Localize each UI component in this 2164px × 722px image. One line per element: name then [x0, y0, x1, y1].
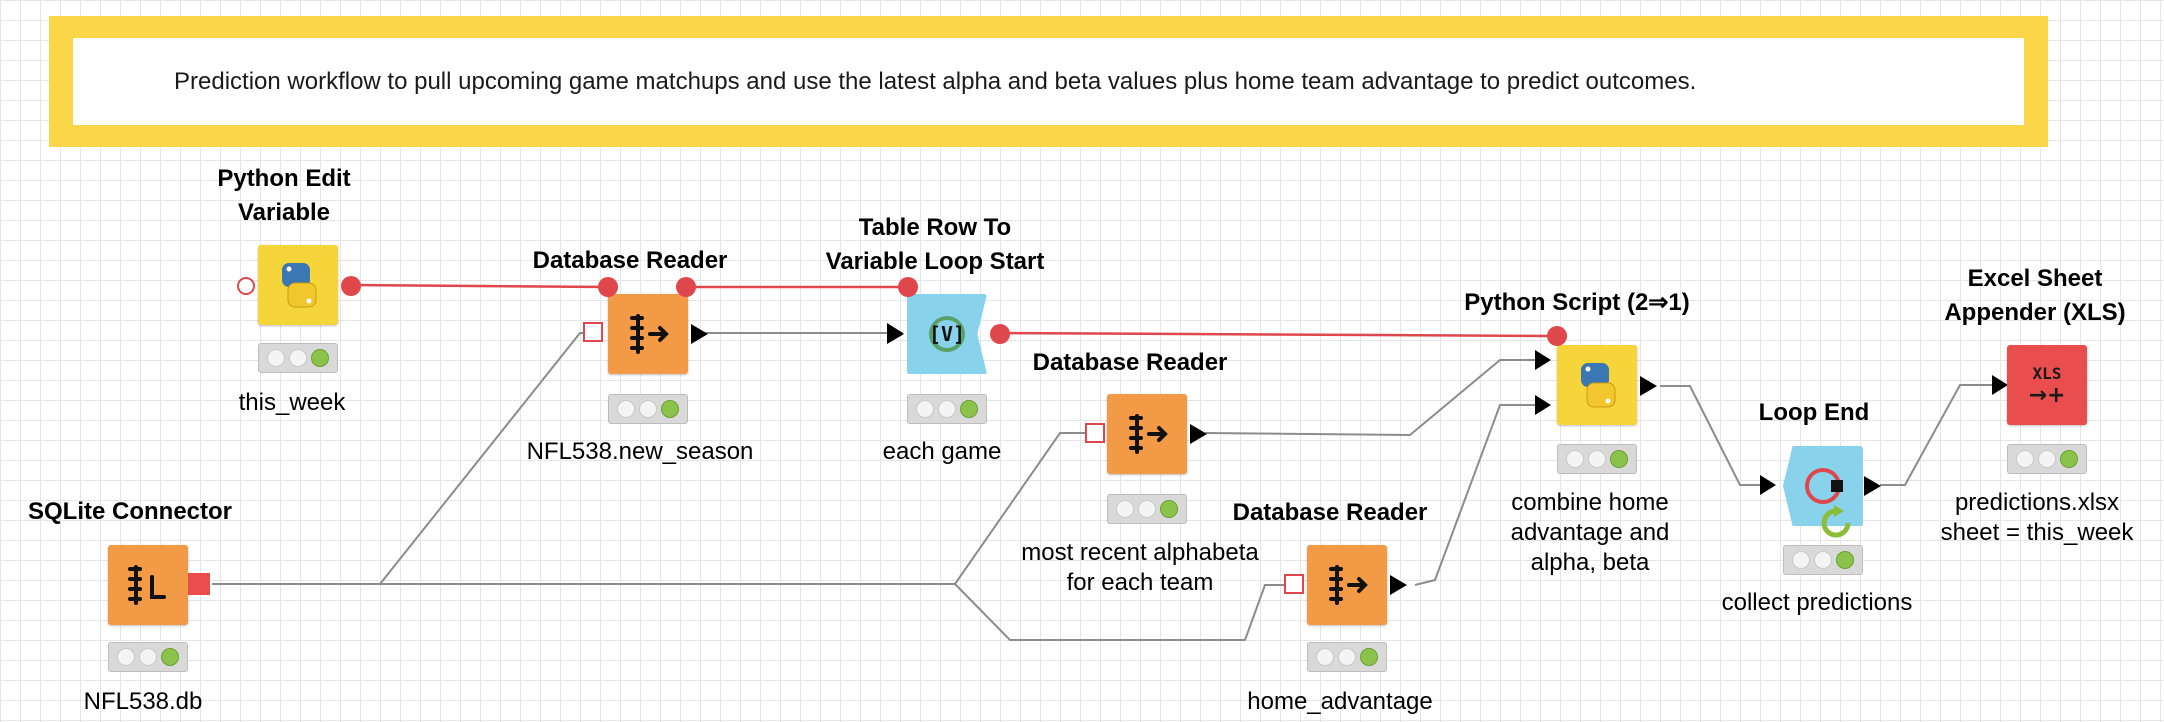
database-outport[interactable]: [188, 573, 212, 597]
database-inport[interactable]: [583, 322, 605, 344]
node-title-python-edit-variable: Python Edit Variable: [217, 162, 350, 230]
loop-start-icon: [V]: [929, 316, 965, 352]
label-line: combine home: [1511, 489, 1669, 516]
workflow-annotation[interactable]: Prediction workflow to pull upcoming gam…: [49, 16, 2048, 147]
loop-end-node[interactable]: [1783, 446, 1863, 526]
data-outport[interactable]: [690, 323, 710, 345]
database-connector-icon: [128, 565, 166, 605]
data-outport[interactable]: [1639, 375, 1659, 397]
database-inport[interactable]: [1284, 574, 1306, 596]
title-line: Variable: [237, 199, 331, 226]
data-connection: [1660, 385, 1760, 486]
data-connection: [1204, 359, 1535, 437]
node-status-indicator: [2007, 444, 2087, 474]
sqlite-connector-node[interactable]: [108, 545, 188, 625]
flow-variable-port[interactable]: [674, 275, 698, 299]
database-reader-node[interactable]: [608, 294, 688, 374]
append-arrow-icon: →+: [2028, 383, 2066, 408]
loop-refresh-icon: [1821, 505, 1851, 538]
node-title-database-reader: Database Reader: [1032, 349, 1228, 376]
node-status-indicator: [608, 394, 688, 424]
node-label[interactable]: predictions.xlsx sheet = this_week: [1941, 488, 2134, 548]
node-title-database-reader: Database Reader: [532, 247, 728, 274]
python-script-node[interactable]: [1557, 345, 1637, 425]
label-line: advantage and: [1510, 519, 1670, 546]
label-line: alpha, beta: [1530, 549, 1650, 576]
data-outport[interactable]: [1863, 475, 1883, 497]
database-reader-icon: [1129, 414, 1168, 454]
node-title-database-reader: Database Reader: [1232, 499, 1428, 526]
flow-variable-inport[interactable]: [1545, 324, 1569, 348]
node-label[interactable]: each game: [882, 438, 1002, 465]
flow-variable-outport[interactable]: [988, 322, 1012, 346]
flow-variable-connection: [999, 331, 1558, 338]
python-edit-variable-node[interactable]: [258, 245, 338, 325]
node-label[interactable]: NFL538.db: [83, 688, 203, 715]
table-row-loop-start-node[interactable]: [V]: [907, 294, 987, 374]
node-title-sqlite-connector: SQLite Connector: [27, 498, 233, 525]
data-outport[interactable]: [1389, 574, 1409, 596]
node-status-indicator: [1783, 545, 1863, 575]
database-reader-node[interactable]: [1107, 394, 1187, 474]
title-line: Variable Loop Start: [825, 248, 1045, 275]
data-connection: [954, 583, 1289, 641]
node-status-indicator: [1107, 494, 1187, 524]
title-line: Appender (XLS): [1944, 299, 2126, 326]
annotation-body: Prediction workflow to pull upcoming gam…: [73, 38, 2024, 125]
database-inport[interactable]: [1085, 423, 1107, 445]
node-title-loop-end: Loop End: [1758, 399, 1870, 426]
flow-variable-port[interactable]: [596, 275, 620, 299]
excel-sheet-appender-node[interactable]: XLS →+: [2007, 345, 2087, 425]
data-connection: [212, 432, 1087, 585]
node-status-indicator: [108, 642, 188, 672]
python-icon: [282, 263, 317, 308]
node-label[interactable]: collect predictions: [1721, 589, 1913, 616]
data-inport[interactable]: [886, 323, 906, 345]
loop-end-icon: [1805, 468, 1843, 504]
node-title-table-row-loop: Table Row To Variable Loop Start: [826, 211, 1045, 279]
node-title-python-script: Python Script (2⇒1): [1464, 289, 1690, 316]
label-line: for each team: [1066, 569, 1214, 596]
flow-variable-inport[interactable]: [236, 276, 258, 298]
svg-text:[V]: [V]: [929, 322, 965, 346]
label-line: sheet = this_week: [1940, 519, 2134, 546]
flow-variable-connection: [351, 283, 609, 289]
node-status-indicator: [907, 394, 987, 424]
database-reader-icon: [630, 314, 669, 354]
database-reader-icon: [1329, 565, 1368, 605]
flow-variable-outport[interactable]: [339, 274, 363, 298]
title-line: Excel Sheet: [1967, 265, 2103, 292]
database-reader-node[interactable]: [1307, 545, 1387, 625]
xls-icon: XLS: [2032, 364, 2062, 383]
node-title-excel-appender: Excel Sheet Appender (XLS): [1944, 262, 2125, 330]
node-label[interactable]: most recent alphabeta for each team: [1021, 538, 1258, 598]
node-status-indicator: [1557, 444, 1637, 474]
label-line: predictions.xlsx: [1954, 489, 2120, 516]
title-line: Python Edit: [217, 165, 351, 192]
title-line: Table Row To: [858, 214, 1012, 241]
label-line: most recent alphabeta: [1021, 539, 1259, 566]
data-connection: [1880, 384, 1992, 486]
data-outport[interactable]: [1189, 423, 1209, 445]
annotation-text: Prediction workflow to pull upcoming gam…: [174, 67, 1697, 95]
node-label[interactable]: NFL538.new_season: [526, 438, 754, 465]
node-status-indicator: [1307, 642, 1387, 672]
data-connection: [1414, 404, 1535, 586]
node-label[interactable]: combine home advantage and alpha, beta: [1511, 488, 1670, 578]
flow-variable-port[interactable]: [896, 275, 920, 299]
node-label[interactable]: this_week: [238, 389, 346, 416]
node-label[interactable]: home_advantage: [1247, 688, 1433, 715]
python-icon: [1581, 363, 1616, 408]
node-status-indicator: [258, 343, 338, 373]
